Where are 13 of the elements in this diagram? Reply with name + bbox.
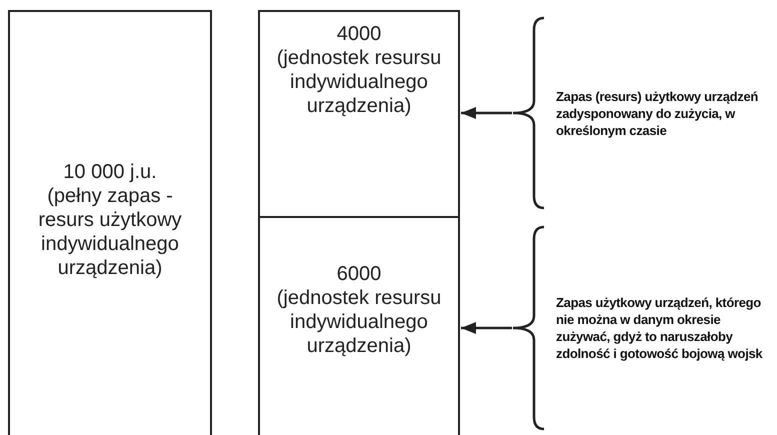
quantity-text: 10 000 j.u. bbox=[63, 160, 157, 184]
resource-box bbox=[258, 216, 460, 435]
quantity-text: 4000 bbox=[336, 22, 382, 46]
arrow bbox=[461, 322, 512, 334]
description-text: (pełny zapas - resurs użytkowy indywidualnego urządzenia) bbox=[37, 184, 183, 280]
description-text: (jednostek resursu indywidualnego urządzenia) bbox=[276, 286, 442, 358]
quantity-text: 6000 bbox=[336, 262, 382, 286]
resource-box bbox=[258, 10, 460, 218]
annotation-text: Zapas (resurs) użytkowy urządzeń zadysponowany do zużycia, w określonym czasie bbox=[556, 88, 760, 138]
arrow bbox=[461, 107, 512, 119]
description-text: (jednostek resursu indywidualnego urządzenia) bbox=[276, 46, 442, 118]
resource-box bbox=[8, 10, 212, 435]
annotation-text: Zapas użytkowy urządzeń, którego nie można w danym okresie zużywać, gdyż to naruszałoby zdolność i gotowość bojową wojsk bbox=[556, 294, 764, 362]
